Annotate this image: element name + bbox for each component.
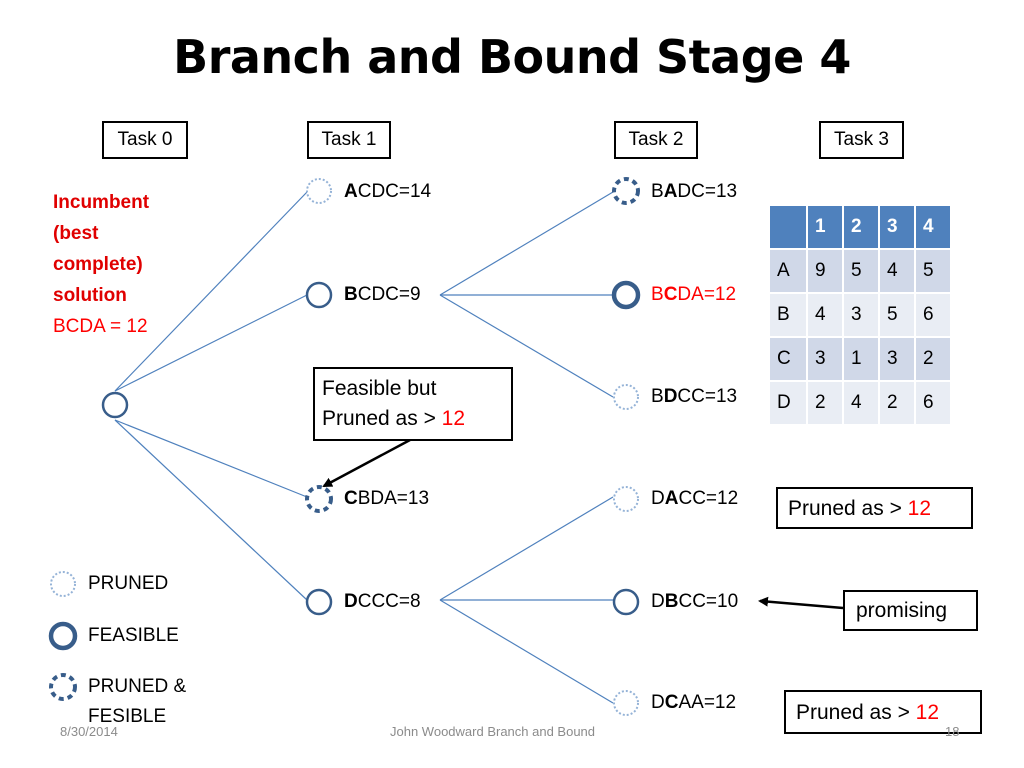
node-acdc [306,178,332,204]
incumbent-note: Incumbent (best complete) solution BCDA … [53,187,193,342]
label-bcdc: BCDC=9 [344,284,421,305]
slide-title: Branch and Bound Stage 4 [173,30,851,84]
table-cell: 9 [806,248,844,294]
table-cell: 3 [878,336,916,382]
task-0-box: Task 0 [102,121,188,159]
edge-b-ba [439,191,614,296]
cost-table-col-1: 1 [806,204,844,250]
incumbent-heading-3: complete) [53,254,143,275]
edge-root-a [114,191,308,392]
callout-line-1: Feasible but [322,377,437,400]
table-row: D 2 4 2 6 [768,380,952,426]
node-cbda [305,485,333,513]
table-cell: 1 [842,336,880,382]
row-label: C [768,336,808,382]
legend-pruned-feasible-label: PRUNED & FESIBLE [88,676,187,727]
task-1-box: Task 1 [307,121,391,159]
node-badc [612,177,640,205]
footer-date: 8/30/2014 [60,724,118,739]
feasible-but-pruned-callout: Feasible but Pruned as > 12 [313,367,513,441]
table-cell: 2 [878,380,916,426]
table-cell: 4 [806,292,844,338]
node-bdcc [613,384,639,410]
pruned-lower-callout: Pruned as > 12 [784,690,982,734]
incumbent-value: BCDA = 12 [53,316,148,337]
edge-b-bd [439,294,614,398]
node-bcdc [305,281,333,309]
row-label: B [768,292,808,338]
table-cell: 4 [842,380,880,426]
node-dccc [305,588,333,616]
label-acdc: ACDC=14 [344,181,432,202]
table-cell: 5 [914,248,952,294]
legend-pruned-label: PRUNED [88,573,169,594]
cost-table-header: 1 2 3 4 [768,204,952,250]
table-row: C 3 1 3 2 [768,336,952,382]
callout-line-2: Pruned as > 12 [322,407,466,430]
label-bdcc: BDCC=13 [651,386,738,407]
cost-table: 1 2 3 4 A 9 5 4 5 B 4 3 5 6 C 3 1 3 2 D … [768,204,952,426]
arrow-to-cbda [322,438,411,488]
row-label: A [768,248,808,294]
table-cell: 6 [914,292,952,338]
cost-table-corner [768,204,808,250]
table-cell: 5 [842,248,880,294]
label-bcda: BCDA=12 [651,284,737,305]
table-cell: 2 [806,380,844,426]
task-3-box: Task 3 [819,121,904,159]
footer-page-number: 18 [945,724,960,739]
table-cell: 2 [914,336,952,382]
legend-feasible-label: FEASIBLE [88,625,179,646]
legend-pruned-icon [50,571,76,597]
label-dccc: DCCC=8 [344,591,421,612]
edge-d-da [439,496,614,601]
cost-table-col-3: 3 [878,204,916,250]
node-dcaa [613,690,639,716]
label-dbcc: DBCC=10 [651,591,739,612]
legend-feasible-icon [48,621,78,651]
table-cell: 6 [914,380,952,426]
edge-d-dc [439,599,614,704]
label-cbda: CBDA=13 [344,488,430,509]
incumbent-heading-1: Incumbent [53,192,150,213]
incumbent-heading-2: (best [53,223,99,244]
root-node [101,391,129,419]
node-bcda [611,280,641,310]
table-cell: 5 [878,292,916,338]
label-badc: BADC=13 [651,181,738,202]
table-cell: 3 [806,336,844,382]
cost-table-col-4: 4 [914,204,952,250]
table-cell: 4 [878,248,916,294]
edge-root-b [114,294,308,392]
edge-root-d [114,419,308,601]
label-dacc: DACC=12 [651,488,739,509]
arrow-to-dbcc [758,596,844,610]
promising-callout: promising [843,590,978,631]
edge-root-c [114,419,308,498]
label-dcaa: DCAA=12 [651,692,737,713]
table-cell: 3 [842,292,880,338]
legend-pruned-feasible-icon [49,673,77,701]
tree-edges [114,191,614,704]
row-label: D [768,380,808,426]
table-row: A 9 5 4 5 [768,248,952,294]
incumbent-heading-4: solution [53,285,127,306]
node-dacc [613,486,639,512]
cost-table-col-2: 2 [842,204,880,250]
pruned-upper-callout: Pruned as > 12 [776,487,973,529]
node-dbcc [612,588,640,616]
footer-title: John Woodward Branch and Bound [390,724,596,739]
task-2-box: Task 2 [614,121,698,159]
table-row: B 4 3 5 6 [768,292,952,338]
